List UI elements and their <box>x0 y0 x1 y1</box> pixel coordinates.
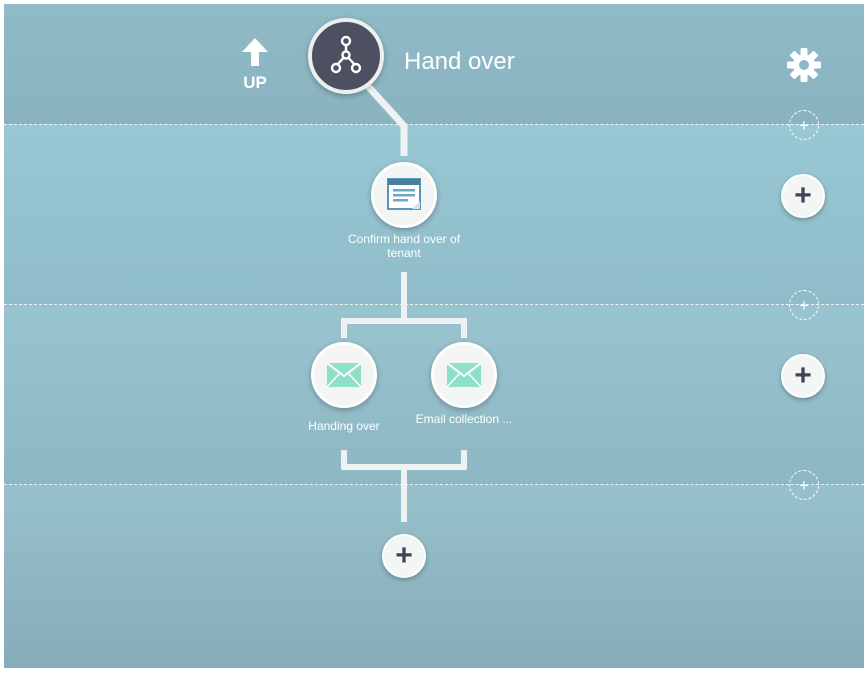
branch-split-line <box>341 318 467 324</box>
add-step-button[interactable]: + <box>382 534 426 578</box>
add-task-button[interactable]: + <box>781 354 825 398</box>
envelope-icon <box>446 362 482 388</box>
task-node-confirm-hand-over[interactable] <box>371 162 437 228</box>
connector-line <box>341 450 347 468</box>
connector-line <box>461 318 467 338</box>
hierarchy-icon <box>330 35 362 74</box>
task-label: Email collection ... <box>415 412 513 426</box>
connector-lines <box>363 81 408 156</box>
lane-divider <box>4 124 864 125</box>
envelope-icon <box>326 362 362 388</box>
insert-lane-button[interactable]: + <box>789 470 819 500</box>
task-label: Confirm hand over of tenant <box>347 232 461 260</box>
page-title: Hand over <box>404 48 515 75</box>
up-label: UP <box>243 73 267 92</box>
form-icon <box>387 178 421 210</box>
insert-lane-button[interactable]: + <box>789 110 819 140</box>
add-task-button[interactable]: + <box>781 174 825 218</box>
up-button[interactable]: UP <box>234 36 276 92</box>
lane-divider <box>4 484 864 485</box>
lane-divider <box>4 304 864 305</box>
connector-line <box>401 466 407 522</box>
root-process-node[interactable] <box>308 18 384 94</box>
task-label: Handing over <box>308 419 380 433</box>
task-node-handing-over[interactable] <box>311 342 377 408</box>
gear-icon[interactable] <box>785 46 823 84</box>
insert-lane-button[interactable]: + <box>789 290 819 320</box>
workflow-canvas: + + + UP Hand over <box>4 4 864 668</box>
connector-line <box>461 450 467 468</box>
connector-line <box>341 318 347 338</box>
up-arrow-icon <box>242 38 268 66</box>
connector-line <box>401 272 407 320</box>
task-node-email-collection[interactable] <box>431 342 497 408</box>
